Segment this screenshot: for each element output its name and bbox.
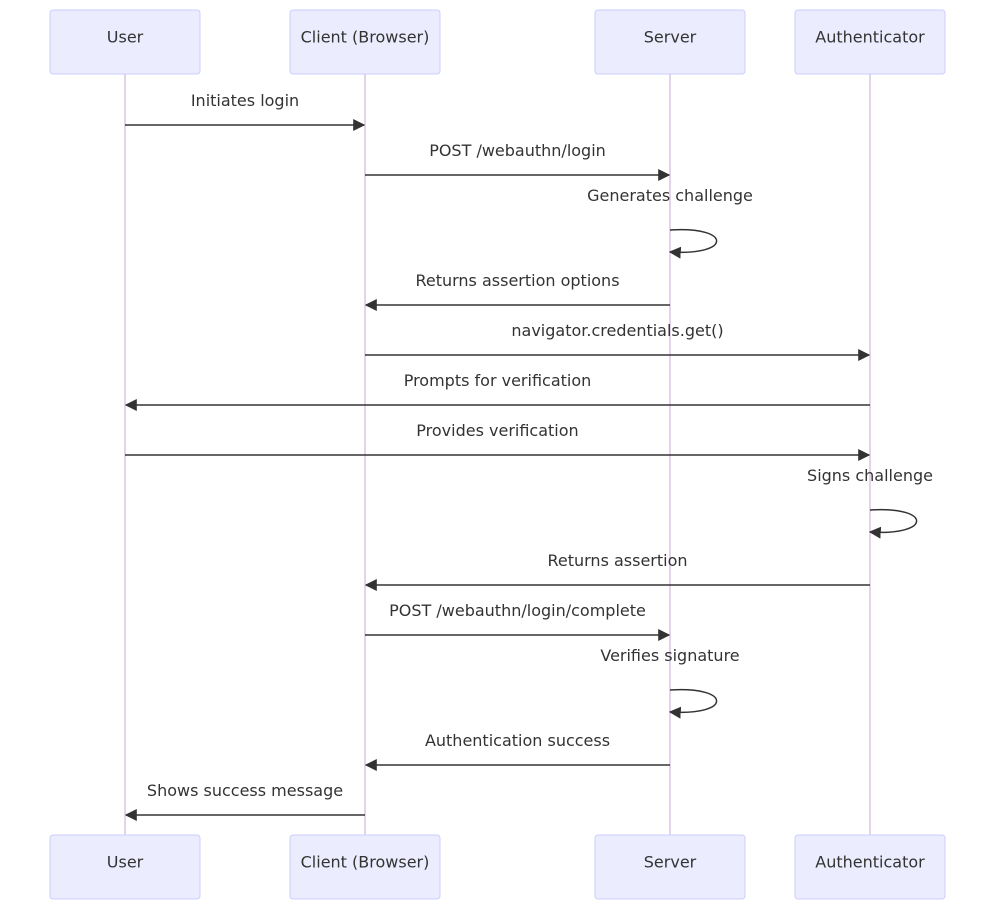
message-8: Returns assertion xyxy=(364,551,870,591)
message-12: Shows success message xyxy=(124,781,365,821)
actor-auth-bottom: Authenticator xyxy=(794,834,946,900)
message-2: Generates challenge xyxy=(587,186,753,259)
actor-label: Server xyxy=(644,28,697,47)
actor-box xyxy=(594,834,746,900)
message-1: POST /webauthn/login xyxy=(365,141,671,181)
actor-label: Client (Browser) xyxy=(301,853,430,872)
message-4: navigator.credentials.get() xyxy=(365,321,871,361)
actor-server-bottom: Server xyxy=(594,834,746,900)
actor-box xyxy=(594,9,746,75)
actor-box xyxy=(794,9,946,75)
message-3: Returns assertion options xyxy=(364,271,670,311)
message-label: navigator.credentials.get() xyxy=(511,321,723,340)
actor-user-bottom: User xyxy=(49,834,201,900)
message-0: Initiates login xyxy=(125,91,366,131)
message-10: Verifies signature xyxy=(600,646,740,719)
message-label: Prompts for verification xyxy=(404,371,592,390)
message-label: Authentication success xyxy=(425,731,610,750)
self-message-arrow xyxy=(668,688,718,719)
message-7: Signs challenge xyxy=(807,466,933,539)
message-label: Initiates login xyxy=(191,91,299,110)
message-label: Returns assertion options xyxy=(415,271,619,290)
actor-server-top: Server xyxy=(594,9,746,75)
actor-auth-top: Authenticator xyxy=(794,9,946,75)
message-label: Shows success message xyxy=(147,781,343,800)
message-9: POST /webauthn/login/complete xyxy=(365,601,671,641)
message-5: Prompts for verification xyxy=(124,371,870,411)
actor-box xyxy=(49,834,201,900)
message-label: POST /webauthn/login/complete xyxy=(389,601,646,620)
message-label: Signs challenge xyxy=(807,466,933,485)
message-label: Returns assertion xyxy=(547,551,687,570)
message-6: Provides verification xyxy=(125,421,871,461)
actor-label: Server xyxy=(644,853,697,872)
actor-box xyxy=(794,834,946,900)
actor-label: User xyxy=(107,853,144,872)
actor-box xyxy=(289,9,441,75)
self-message-arrow xyxy=(868,508,918,539)
message-11: Authentication success xyxy=(364,731,670,771)
actor-label: Authenticator xyxy=(815,853,925,872)
message-label: POST /webauthn/login xyxy=(429,141,606,160)
message-label: Verifies signature xyxy=(600,646,739,665)
actor-client-bottom: Client (Browser) xyxy=(289,834,441,900)
actor-box xyxy=(49,9,201,75)
message-label: Provides verification xyxy=(416,421,578,440)
actor-label: Client (Browser) xyxy=(301,28,430,47)
self-message-arrow xyxy=(668,228,718,259)
actor-box xyxy=(289,834,441,900)
actor-user-top: User xyxy=(49,9,201,75)
message-label: Generates challenge xyxy=(587,186,753,205)
actor-label: User xyxy=(107,28,144,47)
actor-client-top: Client (Browser) xyxy=(289,9,441,75)
actor-label: Authenticator xyxy=(815,28,925,47)
